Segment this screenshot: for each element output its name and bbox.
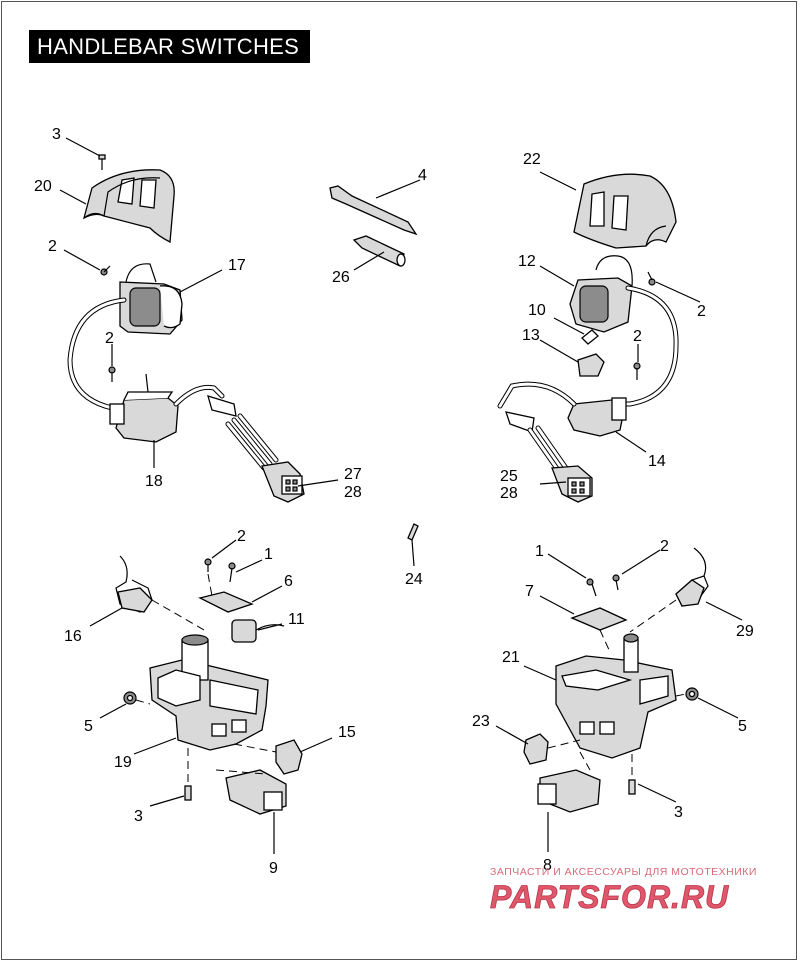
callout-23: 23	[472, 713, 490, 730]
left-switch-housing-upper-assembly	[67, 154, 305, 503]
callout-20: 20	[34, 178, 52, 195]
callout-2: 2	[660, 538, 669, 555]
callout-18: 18	[145, 473, 163, 490]
callout-4: 4	[418, 167, 427, 184]
callout-7: 7	[525, 583, 534, 600]
connector-27	[261, 461, 305, 503]
callout-3: 3	[674, 804, 683, 821]
callout-1: 1	[264, 546, 273, 563]
left-switch-housing-lower-assembly	[115, 555, 303, 815]
callout-24: 24	[405, 571, 423, 588]
connector-25	[551, 465, 593, 503]
callout-2: 2	[237, 528, 246, 545]
right-switch-housing-upper-assembly	[497, 173, 679, 503]
callout-2: 2	[697, 303, 706, 320]
screw-2-right-b	[633, 362, 641, 380]
switch-module-12	[569, 255, 633, 333]
callout-28: 28	[344, 484, 362, 501]
clip-24	[407, 523, 419, 541]
callout-1: 1	[535, 543, 544, 560]
switch-cap-15	[275, 739, 303, 775]
nut-5-left	[123, 691, 137, 705]
screw-2-left-b	[108, 366, 116, 382]
callout-2: 2	[105, 330, 114, 347]
callout-15: 15	[338, 724, 356, 741]
switch-29	[629, 547, 709, 633]
callout-28: 28	[500, 485, 518, 502]
watermark-logo-text: PARTSFOR.RU	[490, 879, 729, 915]
right-wiring-harness	[505, 411, 569, 473]
plate-7	[570, 607, 628, 631]
cable-strap-4	[329, 185, 418, 236]
callout-12: 12	[518, 253, 536, 270]
callout-17: 17	[228, 257, 246, 274]
watermark-caption: ЗАПЧАСТИ И АКСЕССУАРЫ ДЛЯ МОТОТЕХНИКИ	[490, 866, 757, 878]
screw-2-left-a	[100, 265, 111, 276]
callout-14: 14	[648, 453, 666, 470]
callout-16: 16	[64, 628, 82, 645]
switch-housing-21	[555, 633, 677, 759]
callout-10: 10	[528, 302, 546, 319]
callout-2: 2	[633, 328, 642, 345]
nut-5-right	[685, 687, 699, 701]
screw-2-lower-right	[612, 574, 620, 591]
screw-3-lower-right	[628, 779, 636, 795]
callout-19: 19	[114, 754, 132, 771]
screw-3-upper-left	[98, 154, 106, 170]
switch-9	[225, 769, 287, 815]
switch-16	[115, 555, 205, 631]
screw-2-right-a	[647, 271, 656, 286]
switch-13	[577, 353, 605, 377]
screw-1-lower-left	[228, 562, 236, 583]
callout-26: 26	[332, 269, 350, 286]
sleeve-26	[352, 235, 406, 267]
callout-21: 21	[502, 649, 520, 666]
callout-3: 3	[52, 126, 61, 143]
callout-13: 13	[522, 327, 540, 344]
callout-6: 6	[284, 573, 293, 590]
screw-3-lower-left	[184, 785, 192, 801]
switch-module-18	[109, 373, 179, 443]
switch-11	[231, 619, 285, 643]
screw-2-lower-left	[204, 558, 212, 572]
diagram-title: HANDLEBAR SWITCHES	[29, 30, 310, 63]
switch-cover-22	[573, 173, 677, 249]
plate-6	[198, 591, 254, 613]
callout-5: 5	[738, 718, 747, 735]
callout-8: 8	[543, 857, 552, 874]
right-switch-housing-lower-assembly	[523, 547, 709, 813]
switch-cap-23	[523, 733, 549, 765]
callout-11: 11	[288, 611, 305, 628]
switch-module-17	[119, 263, 183, 335]
switch-module-14	[567, 397, 627, 437]
callout-5: 5	[84, 718, 93, 735]
switch-8	[537, 769, 601, 813]
callout-3: 3	[134, 808, 143, 825]
left-wiring-harness	[207, 395, 279, 471]
callout-22: 22	[523, 151, 541, 168]
callout-29: 29	[736, 623, 754, 640]
callout-25: 25	[500, 468, 518, 485]
switch-housing-19	[149, 634, 269, 751]
screw-1-lower-right	[586, 578, 597, 597]
callout-27: 27	[344, 466, 362, 483]
watermark-logo: PARTSFOR.RU	[490, 879, 729, 915]
callout-2: 2	[48, 238, 57, 255]
callout-9: 9	[269, 860, 278, 877]
callout-labels: 3 20 2 17 2 18 4 26 27 28 22 12 2 10 13 …	[34, 126, 754, 877]
switch-cover-20	[83, 169, 175, 244]
leader-lines	[59, 137, 743, 854]
spring-10	[581, 329, 599, 345]
